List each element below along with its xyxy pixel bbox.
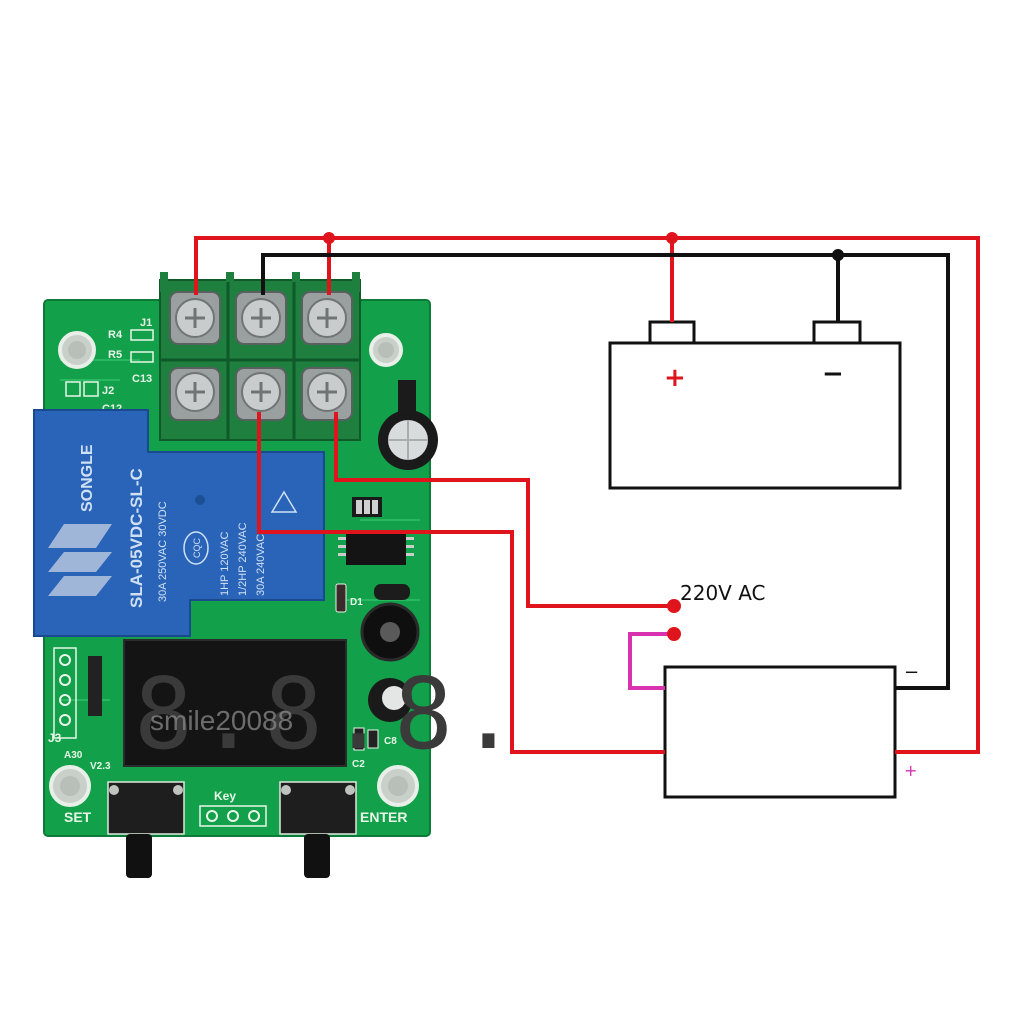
songle-logo-icon — [48, 524, 112, 596]
screw-terminal-top-2[interactable] — [235, 291, 287, 345]
smd-c2 — [353, 727, 365, 751]
ac-terminal-dot-2 — [667, 627, 681, 641]
header-j2-pin2 — [83, 381, 99, 397]
silk-j3: J3 — [48, 731, 62, 745]
triangle-mark-icon — [270, 490, 298, 513]
display-frame — [123, 639, 347, 767]
junction-dot — [323, 232, 335, 244]
battery-plus-sign: + — [664, 363, 686, 393]
relay-dimple — [195, 495, 205, 505]
relay: SONGLE SLA-05VDC-SL-C 30A 250VAC 30VDC C… — [33, 409, 325, 637]
screw-terminal-bottom-3[interactable] — [301, 367, 353, 421]
seven-segment-display: 8.8.8. smile20088 — [123, 639, 524, 772]
relay-model: SLA-05VDC-SL-C — [127, 468, 146, 608]
terminal-fin — [160, 272, 168, 292]
relay-rating-2: 1HP 120VAC — [219, 532, 231, 596]
ac-terminal-dot-1 — [667, 599, 681, 613]
screw-terminal-top-3[interactable] — [301, 291, 353, 345]
screw-terminal-bottom-1[interactable] — [169, 367, 221, 421]
wire-relay-to-charger — [257, 412, 665, 754]
screw-terminal-top-1[interactable] — [169, 291, 221, 345]
battery-positive-terminal — [648, 320, 696, 345]
transistor — [374, 584, 410, 600]
silk-j2: J2 — [102, 385, 114, 397]
ic-chip — [346, 533, 406, 565]
wire-relay-to-ac — [334, 412, 672, 608]
wire-ac-neutral — [628, 632, 672, 690]
enter-button-label: ENTER — [360, 809, 407, 825]
relay-rating-3: 1/2HP 240VAC — [237, 522, 249, 596]
relay-rating-1: 30A 250VAC 30VDC — [157, 501, 169, 602]
display-digits: 8.8.8. — [134, 658, 524, 772]
silk-c2: C2 — [352, 759, 365, 770]
wire-positive-bus — [194, 236, 980, 754]
battery-minus-sign: − — [822, 359, 844, 389]
silk-c8: C8 — [384, 736, 397, 747]
set-button-label: SET — [64, 809, 92, 825]
resistor-r4 — [130, 329, 154, 341]
charger-body — [663, 665, 897, 799]
silk-d1: D1 — [350, 597, 363, 608]
watermark-text: smile20088 — [150, 705, 293, 736]
terminal-fin — [292, 272, 300, 292]
electrolytic-capacitor-large — [378, 380, 438, 470]
battery-negative-terminal — [812, 320, 862, 345]
smd-resistor-array — [88, 656, 102, 716]
pcb-traces — [60, 359, 420, 701]
silk-version: V2.3 — [90, 761, 111, 772]
buzzer — [360, 602, 420, 662]
resistor-r5 — [130, 351, 154, 363]
wire-negative-bus — [261, 253, 950, 690]
relay-rating-4: 30A 240VAC — [255, 534, 267, 596]
silk-r5: R5 — [108, 349, 122, 361]
wires — [194, 236, 980, 754]
silk-a30: A30 — [64, 750, 83, 761]
junction-dot — [666, 232, 678, 244]
key-header — [199, 805, 267, 827]
cqc-mark-icon: CQC — [183, 531, 209, 565]
smd-c8 — [367, 729, 379, 749]
key-header-label: Key — [214, 789, 236, 803]
silk-j1: J1 — [140, 317, 152, 329]
diode — [335, 583, 347, 613]
silk-r4: R4 — [108, 329, 123, 341]
ac-input-label: 220V AC — [680, 581, 766, 605]
enter-button[interactable] — [279, 781, 357, 878]
charger-minus-sign: − — [904, 662, 919, 683]
battery-body — [608, 341, 902, 490]
mounting-hole-bottom-right — [377, 765, 419, 807]
svg-text:CQC: CQC — [192, 538, 202, 559]
mounting-hole-top-right — [369, 333, 403, 367]
header-j3 — [53, 647, 77, 739]
smd-capacitor-bank — [352, 497, 382, 517]
charger-plus-sign: + — [904, 761, 917, 780]
mounting-hole-top-left — [58, 331, 96, 369]
junction-dot — [832, 249, 844, 261]
relay-brand: SONGLE — [79, 444, 96, 512]
electrolytic-capacitor-small — [368, 678, 412, 722]
mounting-hole-bottom-left — [49, 765, 91, 807]
header-j2-pin1 — [65, 381, 81, 397]
terminal-fin — [226, 272, 234, 292]
screw-terminal-bottom-2[interactable] — [235, 367, 287, 421]
silk-c13: C13 — [132, 373, 152, 385]
set-button[interactable] — [107, 781, 185, 878]
battery: + − — [608, 320, 902, 490]
charger-box: − + — [663, 662, 919, 799]
terminal-fin — [352, 272, 360, 292]
ic-pins — [338, 537, 414, 556]
